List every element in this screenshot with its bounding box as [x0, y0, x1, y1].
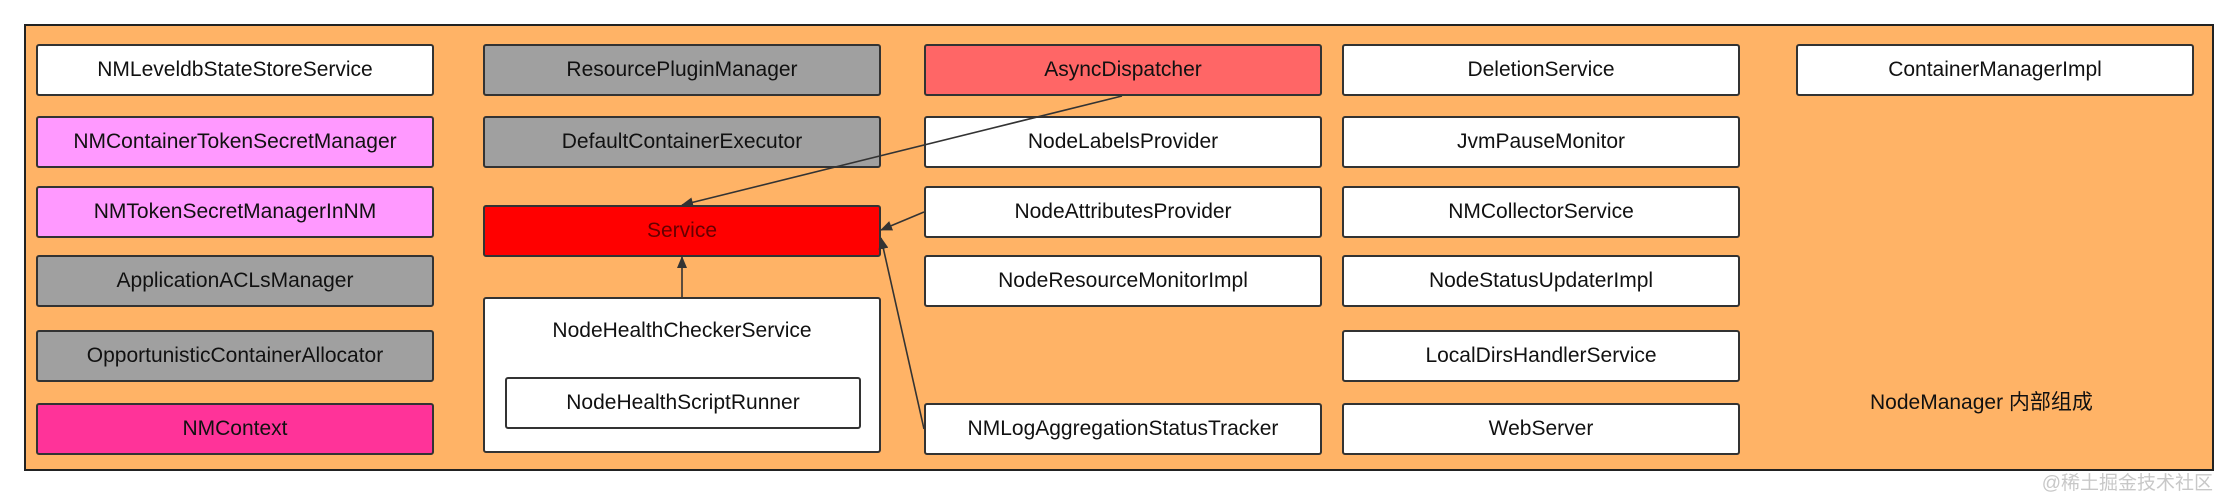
jvm-pause-monitor-box: JvmPauseMonitor — [1342, 116, 1740, 168]
node-health-script-runner-label: NodeHealthScriptRunner — [566, 391, 800, 414]
resource-plugin-manager-label: ResourcePluginManager — [566, 58, 798, 81]
container-manager-impl-box: ContainerManagerImpl — [1796, 44, 2194, 96]
container-manager-impl-label: ContainerManagerImpl — [1888, 58, 2102, 81]
nm-leveldb-state-store-service-label: NMLeveldbStateStoreService — [97, 58, 373, 81]
local-dirs-handler-service-label: LocalDirsHandlerService — [1425, 344, 1657, 367]
nm-container-token-secret-manager-label: NMContainerTokenSecretManager — [73, 130, 397, 153]
node-health-checker-service-group: NodeHealthCheckerService NodeHealthScrip… — [483, 297, 881, 453]
nm-context-label: NMContext — [182, 417, 288, 440]
async-dispatcher-box: AsyncDispatcher — [924, 44, 1322, 96]
default-container-executor-box: DefaultContainerExecutor — [483, 116, 881, 168]
nm-leveldb-state-store-service-box: NMLeveldbStateStoreService — [36, 44, 434, 96]
node-resource-monitor-impl-label: NodeResourceMonitorImpl — [998, 269, 1248, 292]
opportunistic-container-allocator-label: OpportunisticContainerAllocator — [86, 344, 384, 367]
node-health-checker-service-label: NodeHealthCheckerService — [552, 319, 812, 342]
nm-context-box: NMContext — [36, 403, 434, 455]
nm-log-aggregation-status-tracker-box: NMLogAggregationStatusTracker — [924, 403, 1322, 455]
resource-plugin-manager-box: ResourcePluginManager — [483, 44, 881, 96]
local-dirs-handler-service-box: LocalDirsHandlerService — [1342, 330, 1740, 382]
nm-token-secret-manager-in-nm-box: NMTokenSecretManagerInNM — [36, 186, 434, 238]
nm-collector-service-label: NMCollectorService — [1448, 200, 1634, 223]
node-resource-monitor-impl-box: NodeResourceMonitorImpl — [924, 255, 1322, 307]
web-server-box: WebServer — [1342, 403, 1740, 455]
nm-container-token-secret-manager-box: NMContainerTokenSecretManager — [36, 116, 434, 168]
application-acls-manager-box: ApplicationACLsManager — [36, 255, 434, 307]
service-box: Service — [483, 205, 881, 257]
diagram-caption: NodeManager 内部组成 — [1870, 391, 2093, 414]
deletion-service-label: DeletionService — [1467, 58, 1615, 81]
node-labels-provider-label: NodeLabelsProvider — [1027, 130, 1219, 153]
web-server-label: WebServer — [1488, 417, 1594, 440]
application-acls-manager-label: ApplicationACLsManager — [116, 269, 354, 292]
opportunistic-container-allocator-box: OpportunisticContainerAllocator — [36, 330, 434, 382]
node-status-updater-impl-label: NodeStatusUpdaterImpl — [1428, 269, 1654, 292]
nm-collector-service-box: NMCollectorService — [1342, 186, 1740, 238]
service-label: Service — [646, 219, 718, 242]
nm-log-aggregation-status-tracker-label: NMLogAggregationStatusTracker — [967, 417, 1279, 440]
jvm-pause-monitor-label: JvmPauseMonitor — [1456, 130, 1626, 153]
node-status-updater-impl-box: NodeStatusUpdaterImpl — [1342, 255, 1740, 307]
node-attributes-provider-label: NodeAttributesProvider — [1014, 200, 1232, 223]
node-labels-provider-box: NodeLabelsProvider — [924, 116, 1322, 168]
nm-token-secret-manager-in-nm-label: NMTokenSecretManagerInNM — [93, 200, 377, 223]
node-health-script-runner-box: NodeHealthScriptRunner — [505, 377, 861, 429]
watermark: @稀土掘金技术社区 — [2041, 473, 2213, 494]
deletion-service-box: DeletionService — [1342, 44, 1740, 96]
default-container-executor-label: DefaultContainerExecutor — [561, 130, 803, 153]
async-dispatcher-label: AsyncDispatcher — [1044, 58, 1202, 81]
node-attributes-provider-box: NodeAttributesProvider — [924, 186, 1322, 238]
